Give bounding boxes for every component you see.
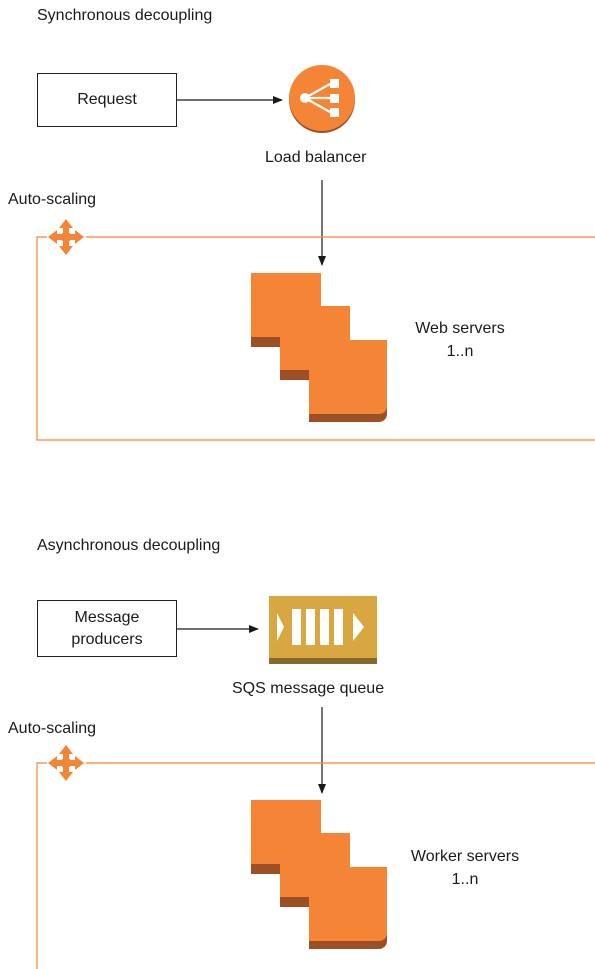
request-label: Request <box>77 91 137 108</box>
web-servers-label: Web servers <box>415 320 505 337</box>
sync-group-border <box>36 236 595 441</box>
web-servers-icon <box>251 273 387 422</box>
sqs-queue-icon <box>269 596 377 664</box>
load-balancer-icon <box>289 65 355 133</box>
web-servers-count: 1..n <box>446 343 474 360</box>
async-section-title: Asynchronous decoupling <box>37 537 221 554</box>
worker-servers-count: 1..n <box>451 871 479 888</box>
worker-servers-icon <box>251 800 387 949</box>
sqs-queue-label: SQS message queue <box>232 680 385 697</box>
async-group-border <box>36 762 47 969</box>
sync-autoscaling-label: Auto-scaling <box>8 191 97 208</box>
load-balancer-label: Load balancer <box>265 149 367 166</box>
message-producers-box: Message producers <box>37 600 177 657</box>
async-autoscaling-icon <box>48 745 84 781</box>
sync-autoscaling-icon <box>48 219 84 255</box>
producers-label-line1: Message <box>74 608 140 626</box>
worker-servers-label: Worker servers <box>410 848 520 865</box>
producers-label-line2: producers <box>71 630 143 648</box>
request-box: Request <box>37 73 177 127</box>
sync-section-title: Synchronous decoupling <box>37 7 213 24</box>
async-autoscaling-label: Auto-scaling <box>8 720 97 737</box>
